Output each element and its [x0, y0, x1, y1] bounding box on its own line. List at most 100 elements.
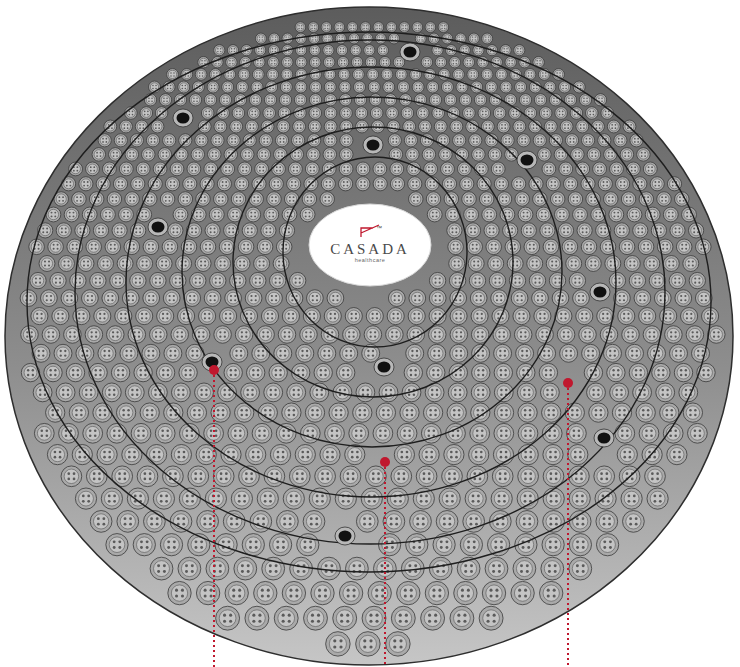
nozzle — [643, 326, 661, 344]
nozzle — [125, 383, 144, 402]
nozzle — [133, 534, 155, 556]
nozzle — [622, 326, 640, 344]
nozzle — [592, 120, 605, 133]
nozzle — [324, 81, 336, 93]
nozzle — [373, 177, 387, 191]
nozzle — [94, 308, 111, 325]
nozzle — [582, 344, 600, 362]
nozzle — [59, 256, 75, 272]
nozzle — [462, 192, 476, 206]
nozzle — [669, 272, 685, 288]
nozzle — [289, 466, 310, 487]
nozzle — [34, 423, 54, 443]
nozzle — [529, 272, 545, 288]
nozzle — [598, 177, 612, 191]
nozzle — [406, 344, 424, 362]
nozzle — [651, 223, 666, 238]
outlet-dot — [363, 136, 383, 154]
nozzle — [295, 81, 307, 93]
nozzle — [254, 581, 277, 604]
nozzle — [708, 326, 726, 344]
nozzle — [310, 69, 322, 81]
nozzle — [569, 272, 585, 288]
outlet-dot — [517, 151, 537, 169]
nozzle — [478, 107, 491, 120]
nozzle — [412, 22, 423, 33]
nozzle — [210, 272, 226, 288]
nozzle — [325, 423, 345, 443]
nozzle — [280, 81, 292, 93]
nozzle — [517, 488, 538, 509]
nozzle — [540, 223, 555, 238]
nozzle — [113, 177, 127, 191]
nozzle — [124, 239, 140, 255]
nozzle — [504, 94, 516, 106]
nozzle — [340, 466, 361, 487]
nozzle — [131, 423, 151, 443]
nozzle — [416, 466, 437, 487]
nozzle — [538, 148, 551, 161]
nozzle — [231, 192, 245, 206]
nozzle — [460, 534, 482, 556]
nozzle — [300, 326, 318, 344]
nozzle — [302, 192, 316, 206]
nozzle — [620, 148, 633, 161]
nozzle — [150, 557, 173, 580]
nozzle — [223, 511, 245, 533]
nozzle — [459, 94, 471, 106]
nozzle — [232, 107, 245, 120]
brand-name: CASADA — [330, 241, 410, 258]
nozzle — [485, 557, 508, 580]
nozzle — [289, 162, 303, 176]
nozzle — [354, 94, 366, 106]
nozzle — [417, 107, 430, 120]
nozzle — [367, 69, 379, 81]
nozzle — [187, 162, 201, 176]
nozzle — [373, 22, 384, 33]
nozzle — [448, 239, 464, 255]
outlet-dots — [148, 43, 614, 545]
nozzle — [401, 107, 414, 120]
nozzle — [450, 344, 468, 362]
nozzle — [70, 272, 86, 288]
nozzle — [675, 290, 692, 307]
nozzle — [195, 134, 208, 147]
nozzle — [569, 488, 590, 509]
nozzle — [383, 81, 395, 93]
nozzle — [629, 363, 647, 381]
nozzle — [204, 94, 216, 106]
nozzle — [304, 606, 328, 630]
nozzle — [593, 162, 607, 176]
nozzle — [463, 107, 476, 120]
nozzle — [195, 69, 207, 81]
nozzle — [445, 207, 460, 222]
nozzle — [364, 326, 382, 344]
nozzle — [453, 134, 466, 147]
nozzle — [41, 290, 58, 307]
nozzle — [667, 444, 687, 464]
nozzle — [435, 57, 446, 68]
nozzle — [204, 290, 221, 307]
nozzle — [649, 272, 665, 288]
nozzle — [395, 69, 407, 81]
nozzle — [235, 177, 249, 191]
nozzle — [549, 272, 565, 288]
nozzle — [409, 290, 426, 307]
nozzle — [511, 290, 528, 307]
nozzle — [447, 403, 466, 422]
nozzle — [467, 69, 479, 81]
nozzle — [494, 363, 512, 381]
nozzle — [497, 120, 510, 133]
nozzle — [240, 308, 257, 325]
nozzle — [318, 344, 336, 362]
nozzle — [79, 177, 93, 191]
nozzle — [241, 148, 254, 161]
nozzle — [136, 308, 153, 325]
nozzle — [320, 444, 340, 464]
nozzle — [272, 162, 286, 176]
nozzle — [300, 207, 315, 222]
nozzle — [387, 120, 400, 133]
nozzle — [390, 162, 404, 176]
nozzle — [245, 120, 258, 133]
nozzle — [444, 444, 464, 464]
